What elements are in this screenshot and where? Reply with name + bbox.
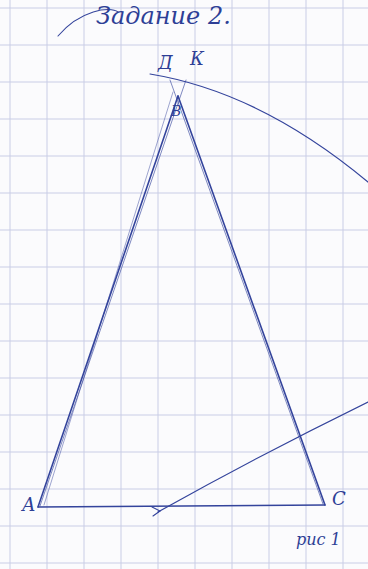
grid-line bbox=[0, 526, 368, 527]
point-label: В bbox=[171, 104, 181, 118]
grid-line bbox=[0, 415, 368, 416]
grid-line bbox=[0, 378, 368, 379]
grid-line bbox=[0, 563, 368, 564]
point-label: С bbox=[332, 490, 346, 508]
triangle-figure bbox=[38, 10, 368, 516]
grid-line bbox=[0, 267, 368, 268]
grid-line bbox=[0, 304, 368, 305]
grid-line bbox=[195, 0, 196, 569]
point-label: Д bbox=[158, 54, 173, 72]
grid-line bbox=[0, 45, 368, 46]
grid-line bbox=[0, 452, 368, 453]
task-title: Задание 2. bbox=[96, 4, 231, 28]
grid-line bbox=[121, 0, 122, 569]
grid-line bbox=[269, 0, 270, 569]
grid-line bbox=[158, 0, 159, 569]
grid-line bbox=[0, 230, 368, 231]
point-label: А bbox=[22, 496, 36, 514]
grid-line bbox=[10, 0, 11, 569]
point-label: К bbox=[190, 50, 204, 68]
grid-line bbox=[0, 341, 368, 342]
grid-line bbox=[232, 0, 233, 569]
grid-line bbox=[343, 0, 344, 569]
figure-caption: рис 1 bbox=[296, 532, 341, 548]
grid-line bbox=[84, 0, 85, 569]
grid-line bbox=[0, 193, 368, 194]
grid-line bbox=[0, 156, 368, 157]
grid-line bbox=[0, 489, 368, 490]
grid-line bbox=[306, 0, 307, 569]
